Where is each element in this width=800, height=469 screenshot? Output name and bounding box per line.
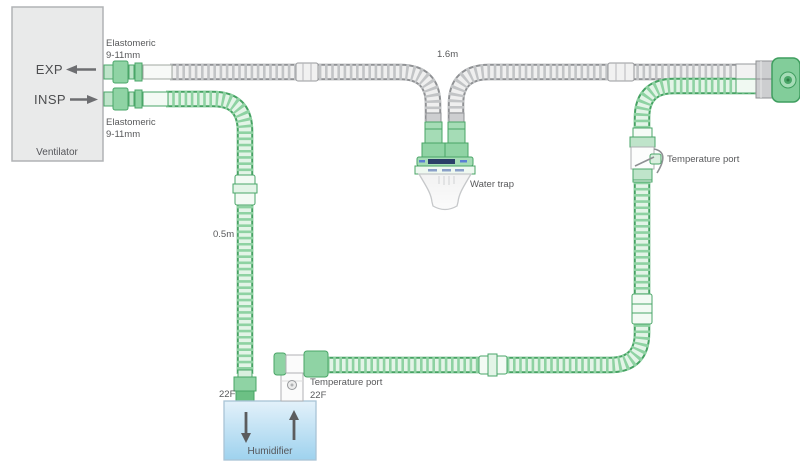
humidifier-outlet-arrow-icon [289,410,299,440]
water-trap-label: Water trap [470,179,514,190]
expiratory-tube-left [170,63,442,121]
expiratory-tube-right [447,63,757,121]
humidifier-label: Humidifier [247,446,293,457]
humidifier-temperature-port-label: Temperature port [310,377,383,388]
elastomeric-connector-insp [103,87,169,111]
humidifier-outlet-elbow [273,350,329,402]
green-inline-connector-left [232,174,258,206]
gray-inline-connector-1 [295,62,319,82]
exp-connector-label-line2: 9-11mm [106,50,140,61]
green-inline-connector-bottom [478,353,508,377]
humidifier-inlet-connector [233,369,257,402]
inspiratory-length-label: 0.5m [213,229,234,240]
water-trap [414,112,476,211]
patient-temperature-port-connector [629,127,664,183]
patient-wye [735,57,800,103]
patient-temperature-port-label: Temperature port [667,154,740,165]
temperature-port-nub-icon [649,153,662,165]
expiratory-length-label: 1.6m [437,49,458,60]
humidifier-inlet-size-label: 22F [219,389,236,400]
exp-connector-label-line1: Elastomeric [106,38,156,49]
gray-inline-connector-2 [607,62,635,82]
exp-arrow-icon [66,65,96,74]
inspiratory-tube-short [166,90,254,374]
insp-connector-label-line1: Elastomeric [106,117,156,128]
ventilator-box: EXP INSP Ventilator [11,6,104,162]
insp-arrow-icon [70,95,98,104]
diagram-labels: Elastomeric 9-11mm Elastomeric 9-11mm 1.… [106,38,740,401]
elastomeric-connector-exp [103,60,173,84]
humidifier-outlet-size-label: 22F [310,390,327,401]
inspiratory-tube-long [327,77,757,374]
insp-connector-label-line2: 9-11mm [106,129,140,140]
temperature-probe-tether-icon [653,148,664,174]
insp-port-label: INSP [34,92,66,107]
humidifier-box: Humidifier [223,400,317,461]
humidifier-inlet-arrow-icon [241,412,251,443]
exp-port-label: EXP [36,62,63,77]
green-inline-connector-right [631,293,653,325]
ventilator-label: Ventilator [36,147,78,158]
